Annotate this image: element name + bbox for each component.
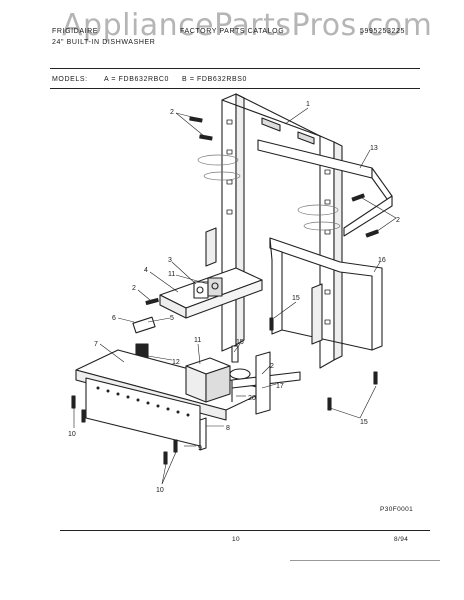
callout-10: 10 [156,487,164,494]
footer-rule [60,530,430,531]
callout-4: 4 [144,267,148,274]
footer-date: 8/94 [394,536,409,543]
support-frame [231,351,301,415]
callout-15: 15 [292,295,300,302]
part-number: 5995253225 [360,28,405,35]
side-rail [257,139,393,237]
valve-box [185,345,251,403]
models-rule [50,88,420,89]
callout-7: 7 [94,341,98,348]
callout-labels: 2 1 13 2 16 3 4 11 2 15 5 6 7 11 15 12 2… [68,101,400,494]
model-a: A = FDB632RBC0 [104,76,170,83]
callout-11: 11 [168,271,175,278]
lower-rail [269,237,383,351]
header-rule [50,68,420,69]
callout-17: 17 [276,383,284,390]
callout-3: 3 [168,257,172,264]
switch-assembly [193,277,223,299]
callout-2: 2 [396,217,400,224]
callout-9: 9 [198,445,202,452]
product-title: 24" BUILT-IN DISHWASHER [52,39,156,46]
callout-16: 16 [378,257,386,264]
callout-20: 20 [248,395,256,402]
callout-1: 1 [306,101,310,108]
callout-13: 13 [370,145,378,152]
screws [71,116,379,465]
scan-artifact-rule [290,560,440,561]
models-label: MODELS: [52,76,88,83]
drawing-code: P30F0001 [380,506,414,513]
callout-11: 11 [194,337,201,344]
model-b: B = FDB632RBS0 [182,76,248,83]
callout-10: 10 [68,431,76,438]
callout-6: 6 [112,315,116,322]
callout-12: 12 [172,359,180,366]
callout-2: 2 [270,363,274,370]
catalog-title: FACTORY PARTS CATALOG [180,28,285,35]
callout-15: 15 [360,419,368,426]
callout-8: 8 [226,425,230,432]
callout-2: 2 [170,109,174,116]
callout-5: 5 [170,315,174,322]
callout-2: 2 [132,285,136,292]
callout-15: 15 [236,339,244,346]
page-number: 10 [232,536,241,543]
watermark: AppliancePartsPros.com [62,8,433,43]
brand-label: FRIGIDAIRE [52,28,99,35]
